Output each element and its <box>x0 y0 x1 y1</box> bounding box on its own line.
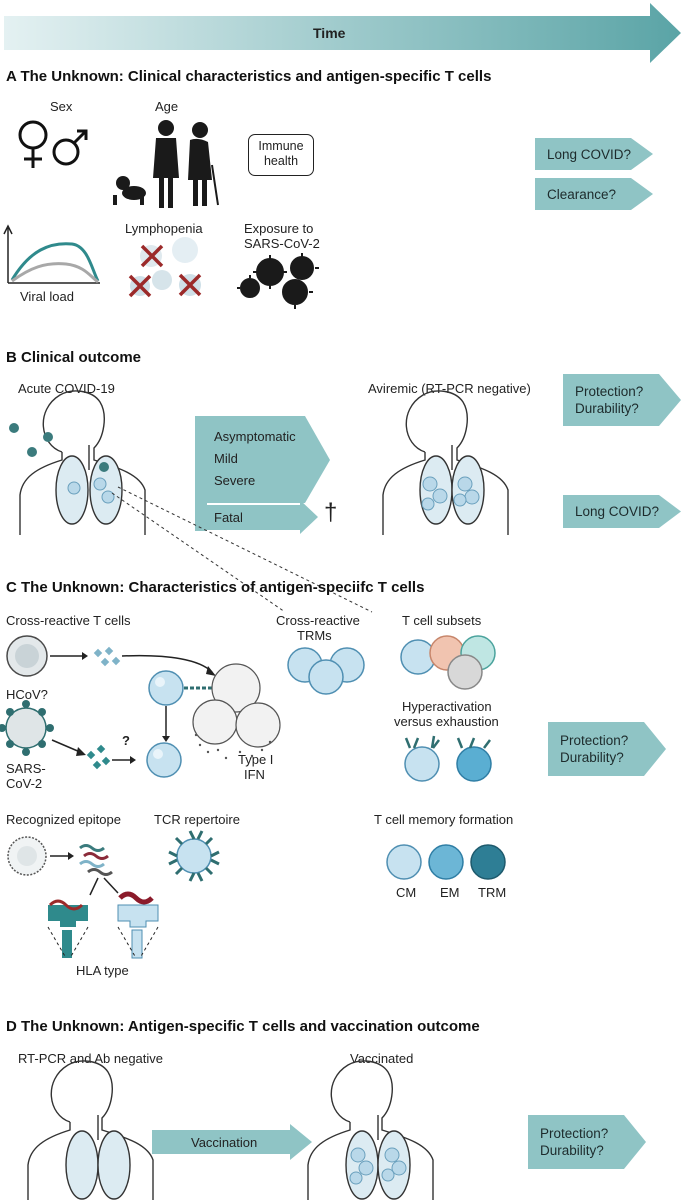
section-b-title: B Clinical outcome <box>6 349 142 366</box>
section-c-title: C The Unknown: Characteristics of antige… <box>6 579 425 596</box>
memory-cells-icon <box>386 844 506 880</box>
tcr-repertoire-icon <box>168 830 220 882</box>
outcome-clearance-text: Clearance? <box>547 186 617 202</box>
outcome-long-covid-b: Long COVID? <box>563 495 681 528</box>
elderly-icon <box>188 122 212 206</box>
section-a-title: A The Unknown: Clinical characteristics … <box>6 68 492 85</box>
viral-load-label: Viral load <box>20 289 74 304</box>
severity-mild: Mild <box>214 451 238 466</box>
aviremic-label: Aviremic (RT-PCR negative) <box>368 381 531 396</box>
vaccination-label: Vaccination <box>191 1135 258 1150</box>
outcome-durability-c-text: Durability? <box>560 750 624 765</box>
female-icon <box>18 120 48 168</box>
outcome-protection-c-text: Protection? <box>560 733 629 748</box>
section-d-title: D The Unknown: Antigen-specific T cells … <box>6 1018 480 1035</box>
virus-icon <box>237 253 319 309</box>
outcome-durability-b-text: Durability? <box>575 401 639 416</box>
hla-label: HLA type <box>76 963 129 978</box>
outcome-clearance: Clearance? <box>535 178 653 210</box>
hcov-virus-icon <box>6 635 48 677</box>
question-mark: ? <box>122 733 130 748</box>
viral-load-graph <box>3 224 100 284</box>
outcome-durability-d-text: Durability? <box>540 1143 604 1158</box>
sex-label: Sex <box>50 99 73 114</box>
unvaccinated-body-icon <box>27 1060 154 1200</box>
hla-molecule-icon <box>48 891 159 959</box>
baby-icon <box>113 176 146 205</box>
epitope-virus-icon <box>7 836 47 876</box>
memory-trm-label: TRM <box>478 885 507 900</box>
type1-line2: IFN <box>244 767 265 782</box>
sars-cov-2-icon <box>0 700 54 756</box>
subsets-label: T cell subsets <box>402 613 482 628</box>
immune-health-line1: Immune <box>258 139 304 153</box>
vaccinated-body-icon <box>307 1060 434 1200</box>
sars-label-line1: SARS- <box>6 761 46 776</box>
age-label: Age <box>155 99 179 114</box>
exposure-line1: Exposure to <box>244 221 314 236</box>
rtpcr-label: RT-PCR and Ab negative <box>18 1051 164 1066</box>
section-a-illustrations <box>3 120 319 309</box>
memory-cm-label: CM <box>396 885 417 900</box>
t-cell-subsets-icon <box>400 635 496 690</box>
cane-icon <box>211 164 219 206</box>
virus-cluster-icon <box>9 423 109 472</box>
epitope-peptides-icon <box>79 844 113 876</box>
immune-health-line2: health <box>263 154 299 168</box>
adult-icon <box>153 120 179 208</box>
outcome-long-covid-b-text: Long COVID? <box>575 504 660 519</box>
hyper-label-line2: versus exhaustion <box>394 714 499 729</box>
outcome-protection-c: Protection? Durability? <box>548 722 666 776</box>
outcome-protection-d: Protection? Durability? <box>528 1115 646 1169</box>
outcome-protection-b-text: Protection? <box>575 384 644 399</box>
severity-fatal: Fatal <box>214 510 243 525</box>
acute-label: Acute COVID-19 <box>18 381 115 396</box>
vaccination-arrow <box>152 1124 312 1160</box>
type1-line1: Type I <box>238 752 274 767</box>
infected-cell-icon <box>192 663 281 748</box>
exposure-line2: SARS-CoV-2 <box>244 236 320 251</box>
immune-health-box: Immune health <box>248 134 314 176</box>
time-label: Time <box>313 25 346 41</box>
ifn-dots-icon <box>194 733 272 760</box>
lymphopenia-label: Lymphopenia <box>125 221 203 236</box>
dashed-connectors <box>111 486 373 613</box>
outcome-protection-b: Protection? Durability? <box>563 374 681 426</box>
severity-severe: Severe <box>214 473 256 488</box>
t-cell-icon <box>146 670 184 778</box>
severity-asymptomatic: Asymptomatic <box>214 429 296 444</box>
hyper-label-line1: Hyperactivation <box>402 699 492 714</box>
male-icon <box>52 129 88 166</box>
severity-arrow <box>195 416 330 534</box>
time-arrow <box>4 3 681 63</box>
outcome-protection-d-text: Protection? <box>540 1126 609 1141</box>
memory-label: T cell memory formation <box>374 812 514 827</box>
trm-cells-icon <box>287 647 365 695</box>
epitope-label: Recognized epitope <box>6 812 121 827</box>
memory-em-label: EM <box>440 885 460 900</box>
fatal-cross-icon: † <box>324 499 338 526</box>
outcome-long-covid-a: Long COVID? <box>535 138 653 170</box>
hcov-label: HCoV? <box>6 687 48 702</box>
lymphopenia-icon <box>128 237 202 298</box>
vaccinated-label: Vaccinated <box>350 1051 414 1066</box>
outcome-long-covid-a-text: Long COVID? <box>547 146 632 162</box>
hyperactivation-cells-icon <box>404 735 492 782</box>
sars-label-line2: CoV-2 <box>6 776 43 791</box>
tcr-label: TCR repertoire <box>154 812 240 827</box>
cross-reactive-label: Cross-reactive T cells <box>6 613 131 628</box>
trm-label-line2: TRMs <box>297 628 332 643</box>
trm-label-line1: Cross-reactive <box>276 613 360 628</box>
